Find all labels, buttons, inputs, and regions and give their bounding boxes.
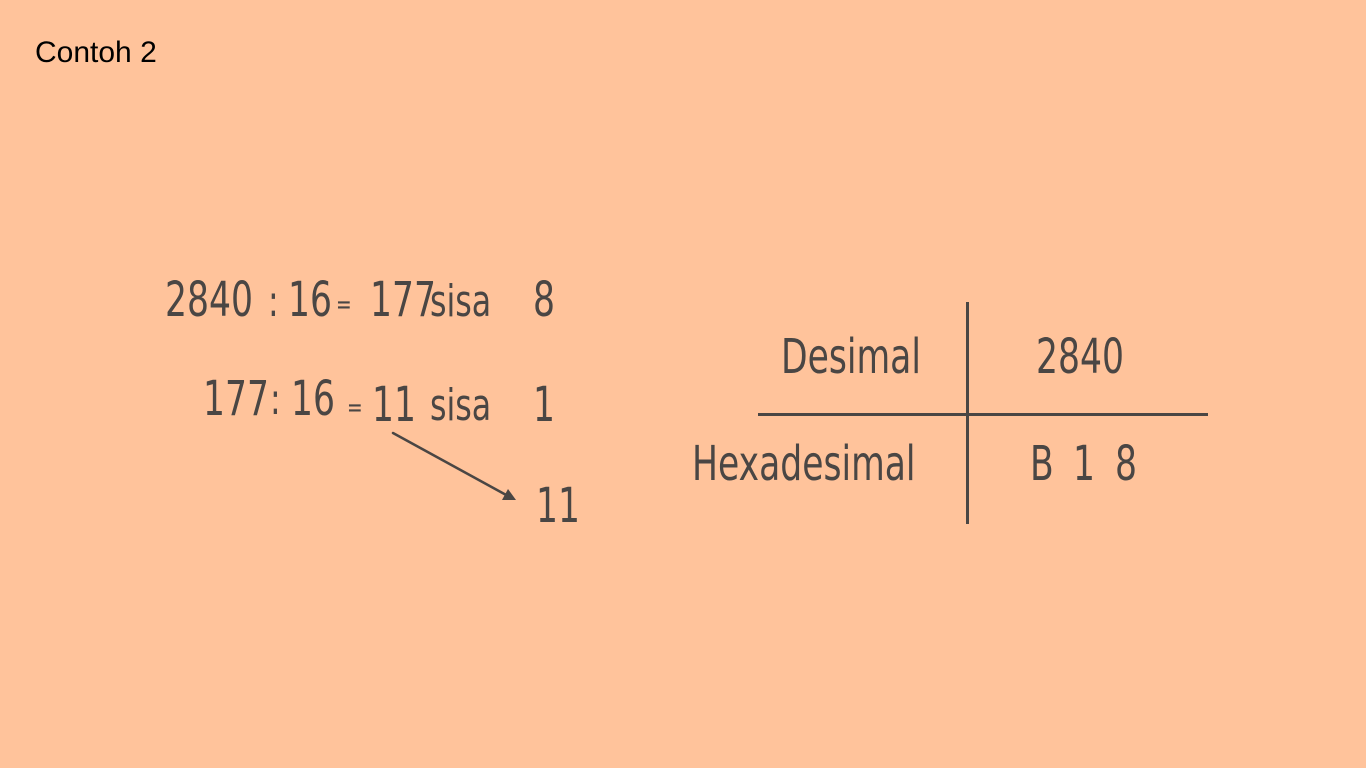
- row1-remainder-label: sisa: [430, 276, 492, 327]
- row2-division-sign: :: [270, 374, 281, 425]
- table-label-hexadesimal: Hexadesimal: [692, 436, 916, 492]
- row1-equals: =: [336, 290, 352, 320]
- row2-remainder: 1: [533, 377, 555, 433]
- row2-quotient: 11: [372, 377, 416, 433]
- slide-title: Contoh 2: [35, 36, 157, 69]
- table-label-desimal: Desimal: [781, 329, 921, 385]
- table-horizontal-divider: [758, 413, 1208, 416]
- table-value-desimal: 2840: [1036, 329, 1124, 385]
- row1-remainder: 8: [533, 272, 555, 328]
- row1-quotient: 177: [370, 272, 436, 328]
- row2-dividend: 177: [203, 371, 269, 427]
- table-hex-digit: 8: [1115, 436, 1137, 492]
- row1-dividend: 2840: [165, 272, 253, 328]
- row1-division-sign: :: [268, 276, 279, 327]
- table-hex-digit: 1: [1073, 436, 1095, 492]
- row2-divisor: 16: [291, 371, 335, 427]
- row1-divisor: 16: [288, 272, 332, 328]
- carried-quotient: 11: [536, 478, 580, 534]
- row2-remainder-label: sisa: [430, 380, 492, 431]
- row2-equals: =: [347, 393, 363, 423]
- table-hex-digit: B: [1030, 436, 1054, 492]
